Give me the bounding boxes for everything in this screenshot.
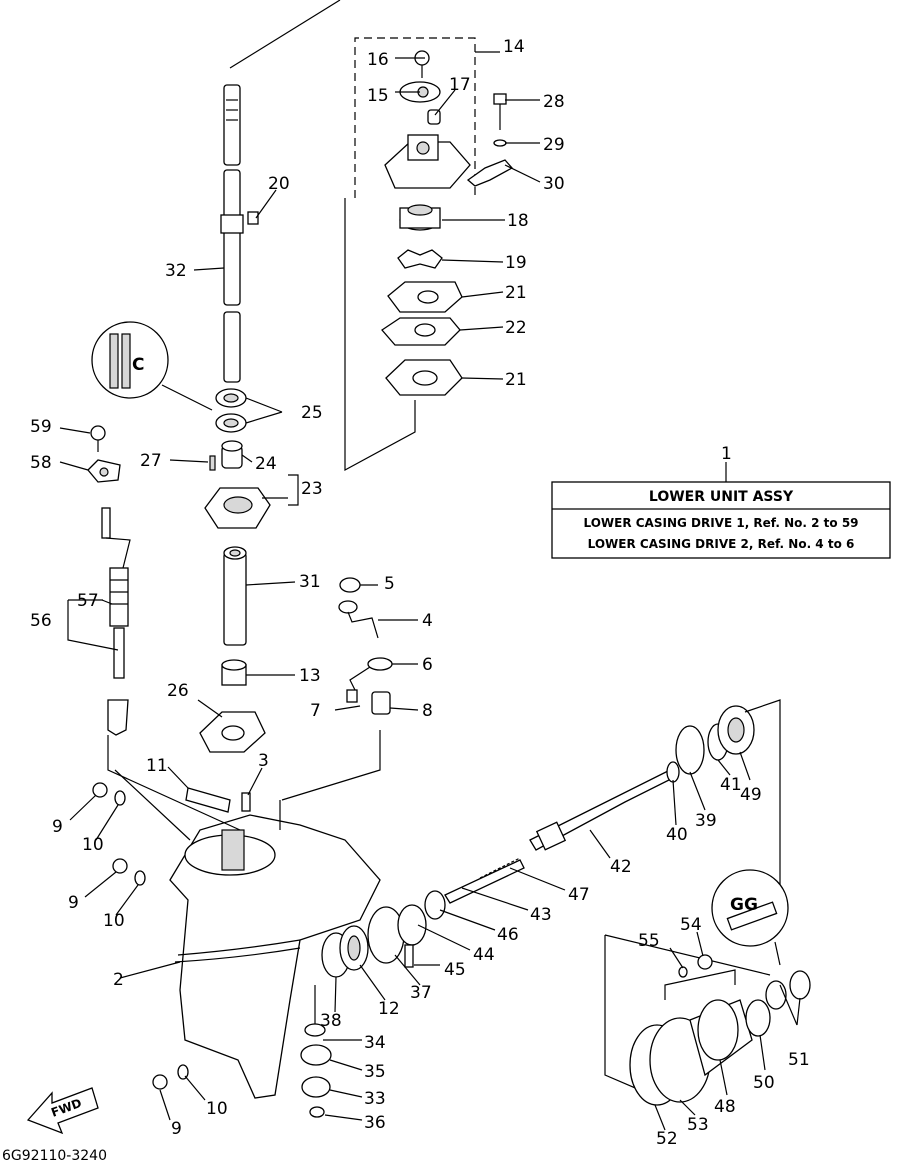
callout-44: 44 bbox=[473, 945, 495, 965]
callout-41: 41 bbox=[720, 775, 742, 795]
callout-46: 46 bbox=[497, 925, 519, 945]
callout-numbers: 2 3 4 5 6 7 8 9 9 9 10 10 10 11 12 13 14… bbox=[30, 37, 810, 1149]
water-pump-parts bbox=[381, 50, 514, 396]
callout-2: 2 bbox=[113, 970, 124, 990]
callout-57: 57 bbox=[77, 591, 99, 611]
callout-8: 8 bbox=[422, 701, 433, 721]
water-tube-parts bbox=[338, 577, 393, 715]
propeller-shaft-parts bbox=[321, 699, 781, 978]
callout-53: 53 bbox=[687, 1115, 709, 1135]
callout-59: 59 bbox=[30, 417, 52, 437]
anode bbox=[185, 787, 231, 813]
bushing bbox=[221, 440, 243, 469]
callout-58: 58 bbox=[30, 453, 52, 473]
callout-25: 25 bbox=[301, 403, 323, 423]
callout-28: 28 bbox=[543, 92, 565, 112]
callout-10c: 10 bbox=[206, 1099, 228, 1119]
callout-38: 38 bbox=[320, 1011, 342, 1031]
shaft-clip bbox=[247, 211, 259, 225]
callout-49: 49 bbox=[740, 785, 762, 805]
callout-9c: 9 bbox=[171, 1119, 182, 1139]
callout-13: 13 bbox=[299, 666, 321, 686]
leader-lines bbox=[59, 57, 801, 1131]
callout-9b: 9 bbox=[68, 893, 79, 913]
callout-42: 42 bbox=[610, 857, 632, 877]
callout-27: 27 bbox=[140, 451, 162, 471]
callout-26: 26 bbox=[167, 681, 189, 701]
callout-18: 18 bbox=[507, 211, 529, 231]
info-box-line1: LOWER CASING DRIVE 1, Ref. No. 2 to 59 bbox=[583, 516, 858, 530]
callout-48: 48 bbox=[714, 1097, 736, 1117]
callout-7: 7 bbox=[310, 701, 321, 721]
drive-shaft bbox=[220, 0, 341, 383]
callout-56: 56 bbox=[30, 611, 52, 631]
diagram-code: 6G92110-3240 bbox=[2, 1148, 107, 1163]
bearing-symbol: C bbox=[91, 321, 213, 411]
info-box-line2: LOWER CASING DRIVE 2, Ref. No. 4 to 6 bbox=[588, 537, 855, 551]
callout-54: 54 bbox=[680, 915, 702, 935]
callout-10a: 10 bbox=[82, 835, 104, 855]
callout-22: 22 bbox=[505, 318, 527, 338]
shift-rod bbox=[87, 425, 131, 736]
callout-43: 43 bbox=[530, 905, 552, 925]
info-box-ref: 1 bbox=[721, 444, 732, 464]
propeller-housing-parts bbox=[604, 934, 811, 1106]
oil-seals bbox=[215, 388, 247, 433]
water-pump-kit-box bbox=[354, 37, 476, 198]
needle-bearing bbox=[221, 659, 247, 686]
callout-16: 16 bbox=[367, 50, 389, 70]
callout-11: 11 bbox=[146, 756, 168, 776]
callout-45: 45 bbox=[444, 960, 466, 980]
callout-52: 52 bbox=[656, 1129, 678, 1149]
gear-grease-symbol-label: GG bbox=[730, 895, 758, 915]
callout-24: 24 bbox=[255, 454, 277, 474]
pinion-parts bbox=[300, 985, 332, 1118]
lower-unit-info-box: 1 LOWER UNIT ASSY LOWER CASING DRIVE 1, … bbox=[551, 444, 891, 559]
callout-14: 14 bbox=[503, 37, 525, 57]
pin bbox=[209, 455, 216, 471]
drive-shaft-housing bbox=[204, 487, 271, 529]
callout-47: 47 bbox=[568, 885, 590, 905]
callout-31: 31 bbox=[299, 572, 321, 592]
callout-15: 15 bbox=[367, 86, 389, 106]
callout-5: 5 bbox=[384, 574, 395, 594]
callout-32: 32 bbox=[165, 261, 187, 281]
callout-30: 30 bbox=[543, 174, 565, 194]
callout-17: 17 bbox=[449, 75, 471, 95]
bearing-symbol-label: C bbox=[132, 355, 144, 375]
callout-35: 35 bbox=[364, 1062, 386, 1082]
lower-casing bbox=[107, 730, 381, 1099]
callout-21b: 21 bbox=[505, 370, 527, 390]
callout-55: 55 bbox=[638, 931, 660, 951]
callout-4: 4 bbox=[422, 611, 433, 631]
callout-37: 37 bbox=[410, 983, 432, 1003]
info-box-title: LOWER UNIT ASSY bbox=[649, 489, 794, 505]
callout-29: 29 bbox=[543, 135, 565, 155]
callout-9a: 9 bbox=[52, 817, 63, 837]
callout-34: 34 bbox=[364, 1033, 386, 1053]
drive-shaft-sleeve bbox=[223, 546, 247, 646]
callout-3: 3 bbox=[258, 751, 269, 771]
gasket bbox=[199, 711, 266, 753]
dowel-pin bbox=[241, 792, 251, 812]
callout-10b: 10 bbox=[103, 911, 125, 931]
callout-6: 6 bbox=[422, 655, 433, 675]
callout-51: 51 bbox=[788, 1050, 810, 1070]
callout-33: 33 bbox=[364, 1089, 386, 1109]
callout-20: 20 bbox=[268, 174, 290, 194]
callout-39: 39 bbox=[695, 811, 717, 831]
callout-21a: 21 bbox=[505, 283, 527, 303]
callout-19: 19 bbox=[505, 253, 527, 273]
callout-36: 36 bbox=[364, 1113, 386, 1133]
callout-12: 12 bbox=[378, 999, 400, 1019]
callout-40: 40 bbox=[666, 825, 688, 845]
callout-23: 23 bbox=[301, 479, 323, 499]
callout-50: 50 bbox=[753, 1073, 775, 1093]
bolts-and-washers bbox=[92, 782, 189, 1090]
fwd-arrow: FWD bbox=[26, 1087, 99, 1135]
gear-grease-symbol: GG bbox=[711, 869, 789, 966]
